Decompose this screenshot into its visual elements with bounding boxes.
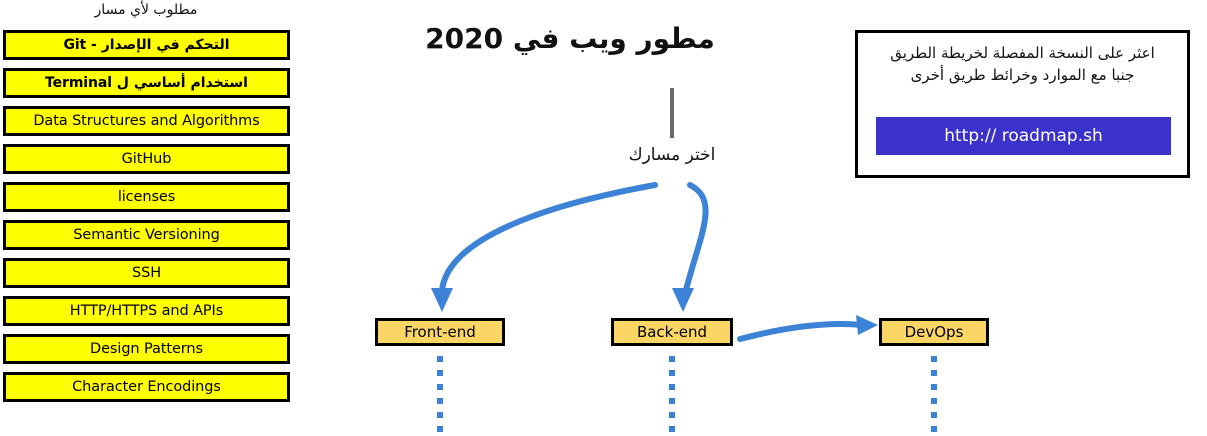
arrow-path-frontend xyxy=(439,182,658,293)
prerequisite-item[interactable]: التحكم في الإصدار - Git xyxy=(3,30,290,60)
prerequisite-item[interactable]: GitHub xyxy=(3,144,290,174)
info-panel-line-2: جنبا مع الموارد وخرائط طريق أخرى xyxy=(910,65,1135,84)
dotted-stem-back-end xyxy=(669,356,675,436)
prerequisites-heading: مطلوب لأي مسار xyxy=(94,2,198,18)
prerequisite-item[interactable]: SSH xyxy=(3,258,290,288)
prerequisite-item[interactable]: HTTP/HTTPS and APIs xyxy=(3,296,290,326)
prerequisite-item[interactable]: licenses xyxy=(3,182,290,212)
prerequisite-item[interactable]: Data Structures and Algorithms xyxy=(3,106,290,136)
info-panel-line-1: اعثر على النسخة المفصلة لخريطة الطريق xyxy=(890,44,1155,62)
dotted-stem-front-end xyxy=(437,356,443,436)
arrow-path-backend xyxy=(683,182,709,293)
info-panel: اعثر على النسخة المفصلة لخريطة الطريق جن… xyxy=(855,30,1190,178)
arrow-head-frontend xyxy=(431,288,453,312)
arrow-head-backend xyxy=(672,288,694,312)
prerequisite-item[interactable]: Semantic Versioning xyxy=(3,220,290,250)
choose-path-label: اختر مسارك xyxy=(628,145,716,165)
trunk-connector-line xyxy=(670,88,674,138)
page-title: مطور ويب في 2020 xyxy=(425,22,715,55)
node-devops[interactable]: DevOps xyxy=(879,318,989,346)
dotted-stem-devops xyxy=(931,356,937,436)
prerequisites-column: مطلوب لأي مسار التحكم في الإصدار - Git ا… xyxy=(0,0,300,436)
branch-arrows xyxy=(431,182,709,312)
roadmap-flow: مطور ويب في 2020 اختر مسارك xyxy=(300,0,860,436)
prerequisites-list: التحكم في الإصدار - Git استخدام أساسي ل … xyxy=(3,30,290,410)
roadmap-url-button[interactable]: http:// roadmap.sh xyxy=(876,117,1171,155)
prerequisite-item[interactable]: Design Patterns xyxy=(3,334,290,364)
node-front-end[interactable]: Front-end xyxy=(375,318,505,346)
prerequisite-item[interactable]: Character Encodings xyxy=(3,372,290,402)
node-back-end[interactable]: Back-end xyxy=(611,318,733,346)
prerequisite-item[interactable]: استخدام أساسي ل Terminal xyxy=(3,68,290,98)
